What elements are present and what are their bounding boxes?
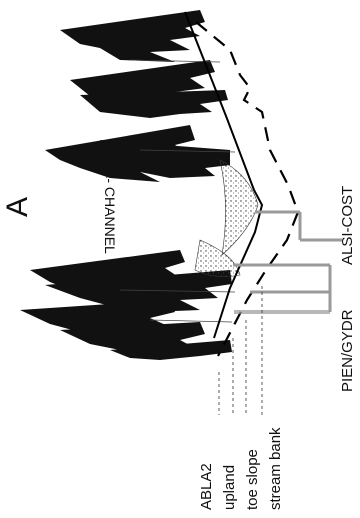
label-abla2: ABLA2 [198,463,215,510]
label-pien-gydr: PIEN/GYDR [339,309,356,392]
label-toe-slope: toe slope [244,449,261,510]
label-stream-bank: stream bank [267,427,284,510]
label-alsi-cost: ALSI-COST [339,186,356,265]
panel-letter: A [1,197,34,217]
upper-conifer-trees [45,10,230,182]
label-upland: upland [221,465,238,510]
channel-label: <- CHANNEL [102,170,118,254]
